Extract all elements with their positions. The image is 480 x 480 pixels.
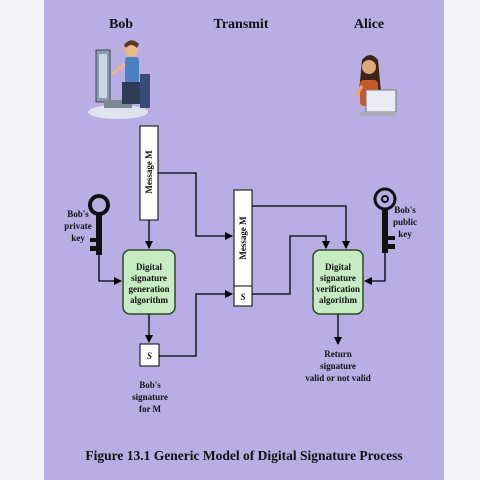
public-key-icon: [373, 187, 397, 253]
generation-line-4: algorithm: [130, 295, 168, 305]
arrow-transmit-signature-to-verification: [252, 235, 330, 295]
bob-computer-icon: [88, 40, 150, 119]
signature-caption-1: Bob's: [139, 380, 161, 390]
arrow-private-key-to-generation: [98, 255, 122, 285]
verification-line-1: Digital: [325, 262, 351, 272]
message-box-center-label: Message M: [238, 216, 248, 260]
signature-box-center: [233, 285, 253, 307]
figure-caption: Figure 13.1 Generic Model of Digital Sig…: [85, 448, 402, 463]
arrow-transmit-message-to-verification: [252, 205, 350, 249]
header-transmit: Transmit: [214, 17, 269, 32]
generation-line-2: signature: [131, 273, 167, 283]
left-margin: [0, 0, 44, 480]
alice-laptop-icon: [354, 55, 397, 116]
signature-box-center-label: S: [240, 292, 245, 302]
verification-line-3: verification: [316, 284, 360, 294]
private-key-icon: [88, 194, 110, 255]
private-key-label-1: Bob's: [67, 209, 89, 219]
signature-box-small: [139, 343, 160, 367]
return-caption-1: Return: [324, 349, 352, 359]
verification-line-2: signature: [320, 273, 356, 283]
private-key-label-2: private: [64, 221, 92, 231]
public-key-label-1: Bob's: [394, 205, 416, 215]
verification-line-4: algorithm: [319, 295, 357, 305]
right-margin: [444, 0, 480, 480]
message-box-left-label: Message M: [144, 150, 154, 194]
arrow-message-to-transmit: [158, 172, 233, 240]
arrow-public-key-to-verification: [364, 253, 386, 285]
arrow-signature-to-transmit: [159, 290, 233, 357]
signature-caption-2: signature: [132, 392, 168, 402]
return-caption-2: signature: [320, 361, 356, 371]
signature-box-small-label: S: [147, 351, 152, 361]
generation-line-3: generation: [129, 284, 170, 294]
header-bob: Bob: [109, 17, 133, 32]
public-key-label-2: public: [393, 217, 417, 227]
public-key-label-3: key: [398, 229, 412, 239]
private-key-label-3: key: [71, 233, 85, 243]
connectors: [98, 172, 386, 357]
return-caption-3: valid or not valid: [305, 373, 371, 383]
header-alice: Alice: [354, 17, 384, 32]
generation-line-1: Digital: [136, 262, 162, 272]
signature-caption-3: for M: [139, 404, 162, 414]
